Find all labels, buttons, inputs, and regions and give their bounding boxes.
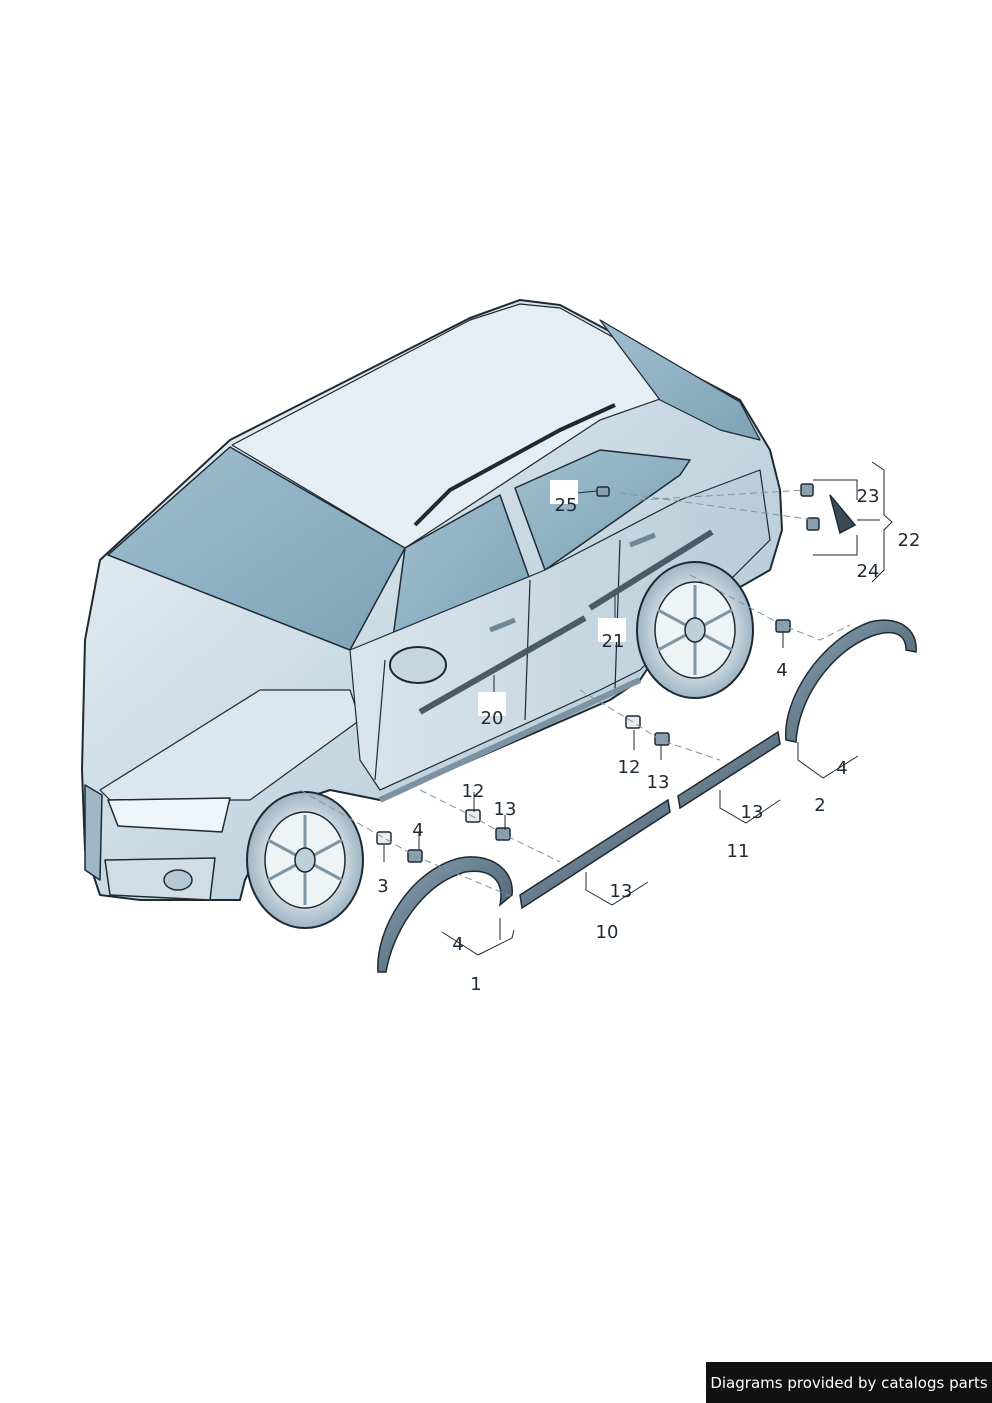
clip-3 (376, 831, 392, 845)
trim-strip-21 (588, 529, 714, 611)
callout-labels: 1 2 3 4 4 4 4 10 11 12 12 13 13 13 13 20… (377, 486, 920, 995)
callout-13-front-trim: 13 (610, 881, 633, 902)
rear-window (599, 319, 761, 441)
callout-25: 25 (555, 495, 578, 516)
part-1-front-wheel-arch-trim (377, 856, 513, 973)
screw-25 (596, 486, 610, 497)
clip-24 (806, 517, 820, 531)
fog-light-area (104, 857, 216, 901)
footer-credit: Diagrams provided by catalogs parts (706, 1362, 992, 1403)
vehicle-illustration (81, 299, 783, 929)
headlight (107, 797, 231, 833)
part-22-triangle-cover (829, 494, 857, 535)
part-11-door-trim (677, 730, 781, 810)
clip-13-rear (654, 732, 670, 746)
callout-4-rear-arch: 4 (836, 758, 847, 779)
side-mirror (389, 646, 447, 684)
callout-12-front: 12 (462, 781, 485, 802)
callout-11: 11 (727, 841, 750, 862)
roof-rail (413, 403, 616, 527)
callout-24: 24 (857, 561, 880, 582)
callout-4-rear-clip: 4 (776, 660, 787, 681)
callout-23: 23 (857, 486, 880, 507)
side-sill (378, 677, 642, 803)
callout-13-front-clip: 13 (494, 799, 517, 820)
trim-strip-20 (418, 615, 587, 715)
part-10-door-trim (519, 798, 671, 910)
callout-12-rear: 12 (618, 757, 641, 778)
clip-12-front (465, 809, 481, 823)
clip-23 (800, 483, 814, 497)
callout-2: 2 (814, 795, 825, 816)
callout-13-rear-clip: 13 (647, 772, 670, 793)
callout-10: 10 (596, 922, 619, 943)
part-2-rear-wheel-arch-trim (785, 619, 917, 743)
grille (84, 784, 103, 881)
callout-13-rear-trim: 13 (741, 802, 764, 823)
callout-3: 3 (377, 876, 388, 897)
callout-4-front-arch: 4 (452, 934, 463, 955)
clip-4-rear (775, 619, 791, 633)
callout-1: 1 (470, 974, 481, 995)
callout-20: 20 (481, 708, 504, 729)
callout-21: 21 (602, 631, 625, 652)
loose-parts (376, 483, 917, 973)
callout-4-front-clip: 4 (412, 820, 423, 841)
callout-22: 22 (898, 530, 921, 551)
